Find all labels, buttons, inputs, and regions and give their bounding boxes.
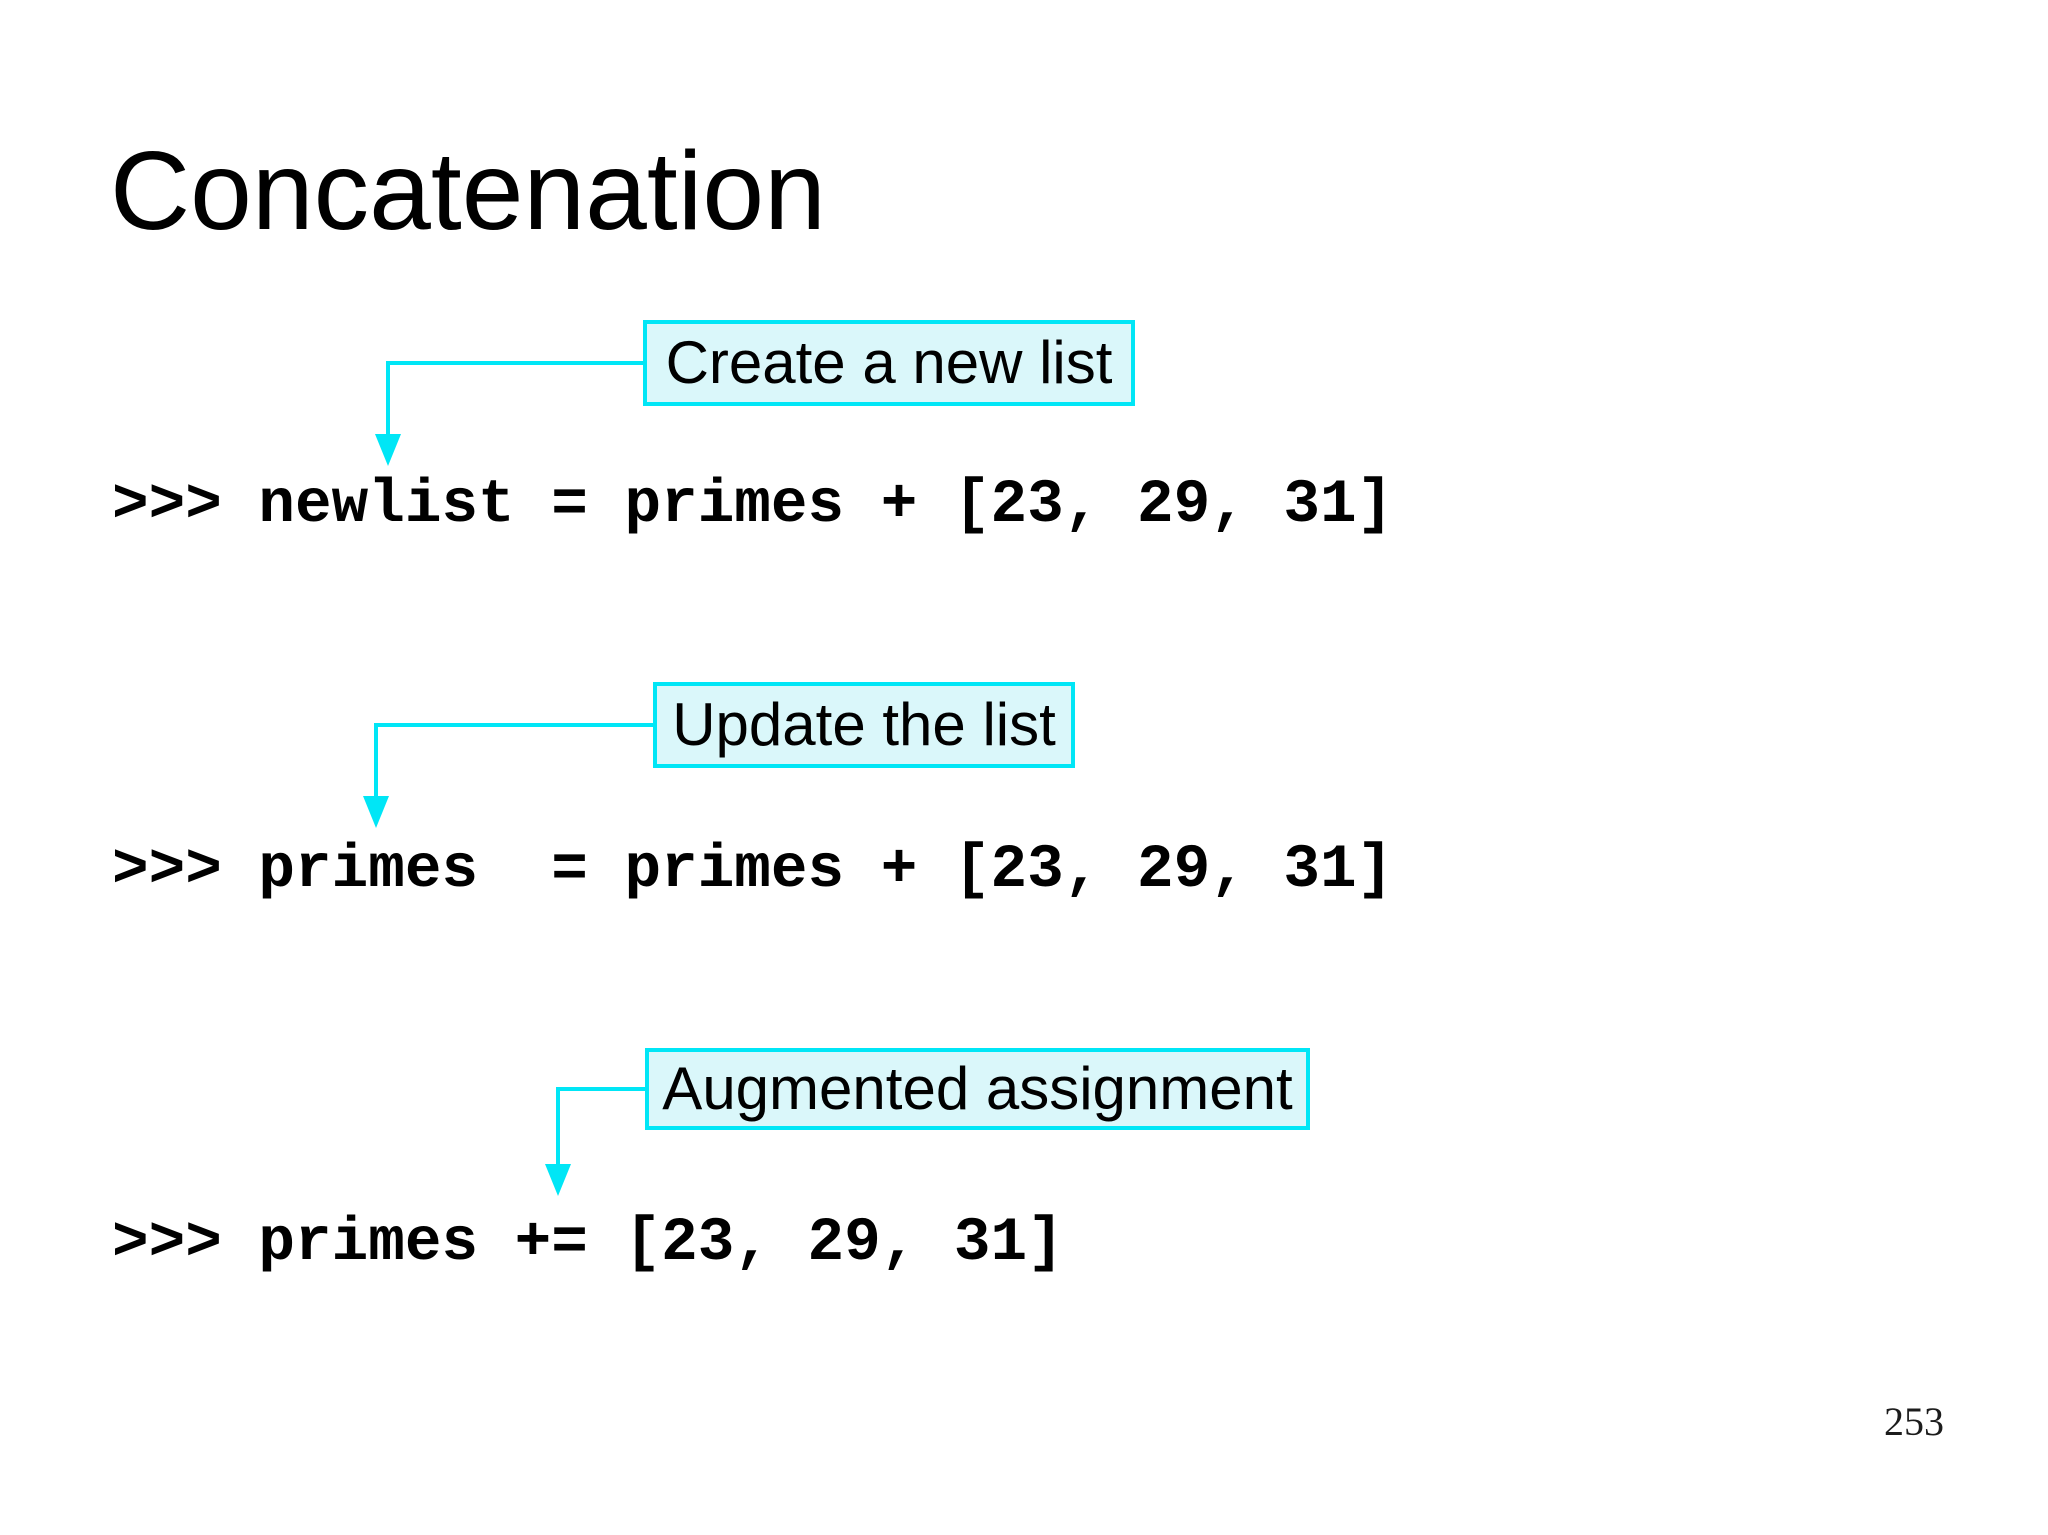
arrow-down-icon <box>375 434 401 466</box>
page-number: 253 <box>1884 1399 1944 1444</box>
callout-update-list-label: Update the list <box>672 691 1056 758</box>
arrow-down-icon <box>363 796 389 828</box>
callout-arrow-horizontal-line <box>556 1087 645 1091</box>
callout-arrow-vertical-line <box>386 361 390 437</box>
callout-arrow-horizontal-line <box>386 361 643 365</box>
code-line-newlist-concatenation: >>> newlist = primes + [23, 29, 31] <box>112 471 1394 540</box>
callout-arrow-vertical-line <box>374 723 378 799</box>
arrow-down-icon <box>545 1164 571 1196</box>
callout-arrow-vertical-line <box>556 1087 560 1165</box>
callout-create-new-list-label: Create a new list <box>665 329 1113 396</box>
code-line-primes-reassignment: >>> primes = primes + [23, 29, 31] <box>112 836 1394 905</box>
callout-augmented-assignment-label: Augmented assignment <box>662 1055 1293 1122</box>
callout-update-list: Update the list <box>653 682 1075 768</box>
code-line-primes-augmented: >>> primes += [23, 29, 31] <box>112 1209 1064 1278</box>
callout-arrow-horizontal-line <box>374 723 653 727</box>
slide-title: Concatenation <box>110 129 826 253</box>
callout-augmented-assignment: Augmented assignment <box>645 1048 1310 1130</box>
callout-create-new-list: Create a new list <box>643 320 1135 406</box>
